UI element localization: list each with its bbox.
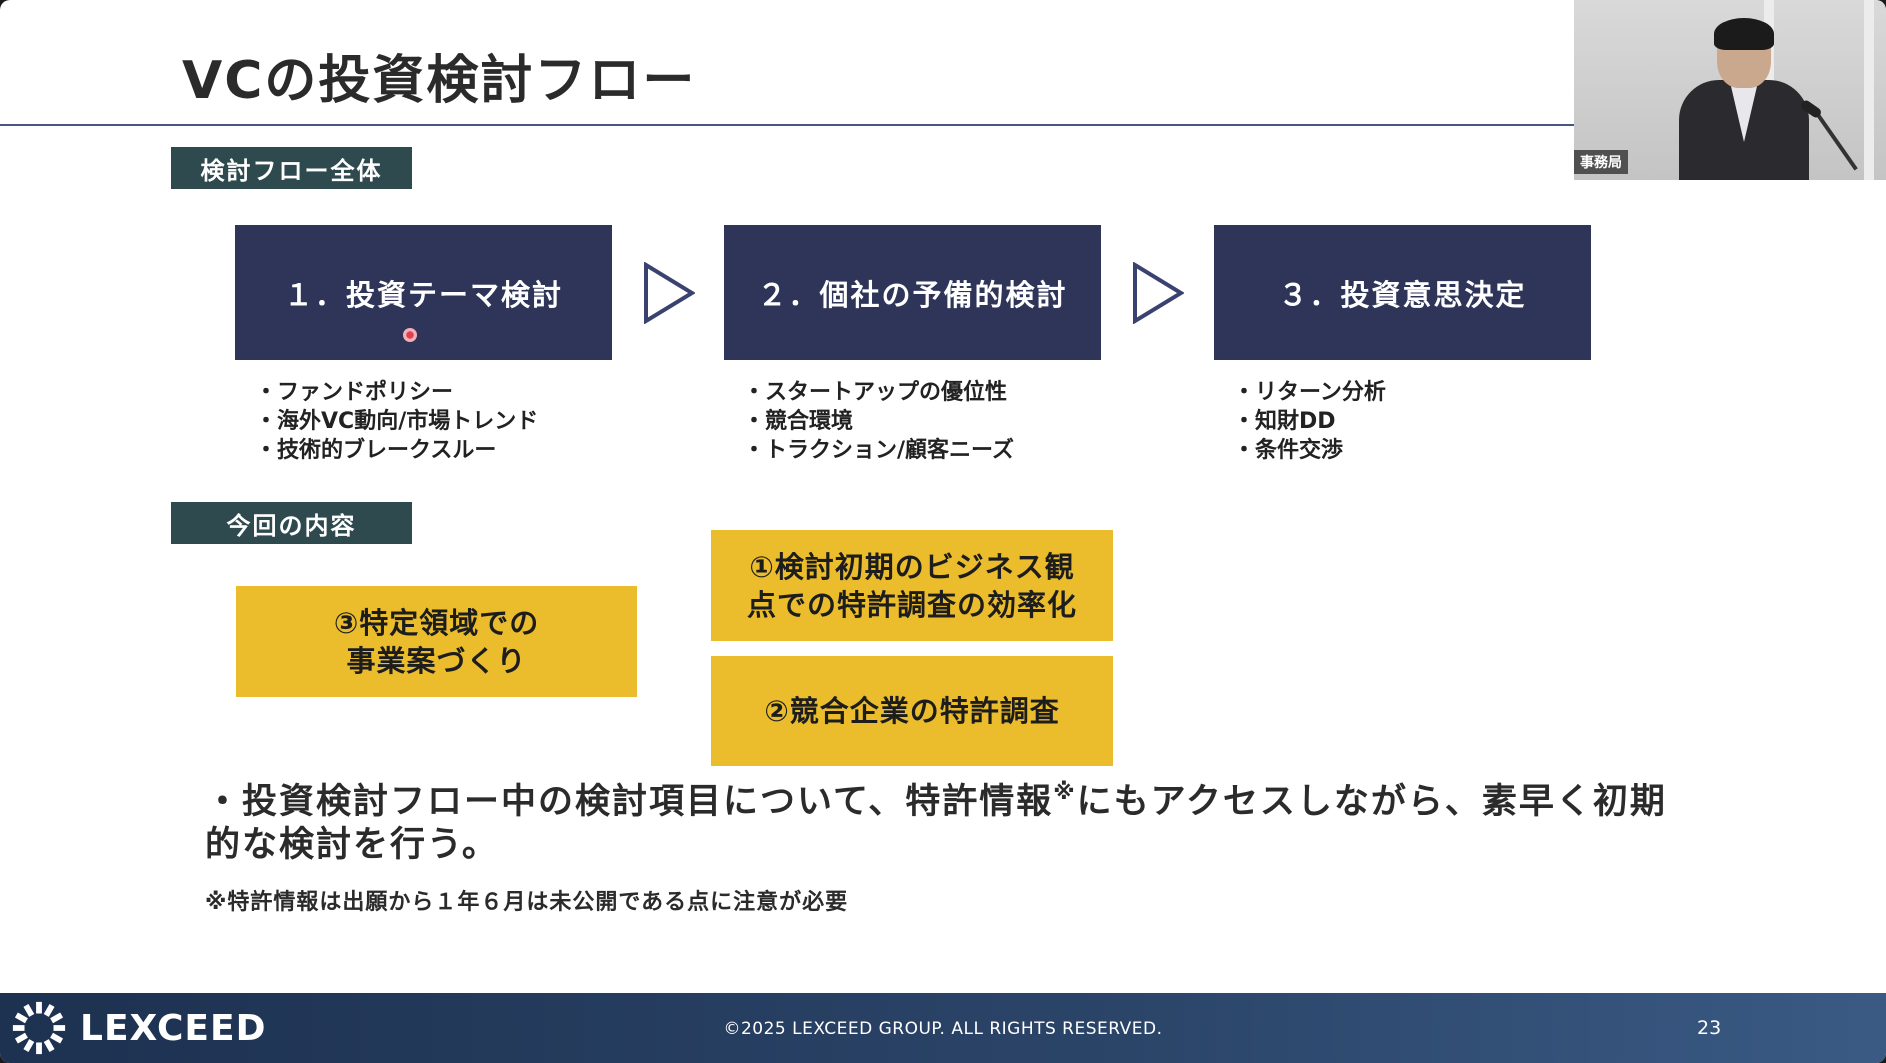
- video-participant-label: 事務局: [1574, 150, 1628, 174]
- list-item: 知財DD: [1233, 407, 1386, 436]
- speaker-video-feed: 事務局: [1574, 0, 1886, 180]
- title-divider: [0, 124, 1574, 126]
- lexceed-logo-icon: [12, 1001, 66, 1055]
- list-item: 競合環境: [743, 407, 1014, 436]
- list-item: トラクション/顧客ニーズ: [743, 436, 1014, 465]
- page-number: 23: [1697, 1017, 1722, 1039]
- laser-pointer-dot: [403, 328, 417, 342]
- flow-step-2-bullets: スタートアップの優位性 競合環境 トラクション/顧客ニーズ: [743, 378, 1014, 465]
- footnote-marker: ※: [1053, 780, 1077, 805]
- content-box-2: ②競合企業の特許調査: [711, 656, 1113, 766]
- flow-step-2: ２．個社の予備的検討: [724, 225, 1101, 360]
- summary-text-part2: にもアクセスしながら、素早く初期的な検討を行う。: [205, 782, 1667, 865]
- slide-footer: LEXCEED ©2025 LEXCEED GROUP. ALL RIGHTS …: [0, 993, 1886, 1063]
- arrow-right-icon: [1133, 262, 1184, 324]
- flow-step-3: ３．投資意思決定: [1214, 225, 1591, 360]
- list-item: 海外VC動向/市場トレンド: [255, 407, 538, 436]
- list-item: 技術的ブレークスルー: [255, 436, 538, 465]
- company-logo: LEXCEED: [10, 999, 267, 1057]
- list-item: 条件交渉: [1233, 436, 1386, 465]
- slide-title: VCの投資検討フロー: [182, 51, 697, 111]
- microphone-stand: [1814, 110, 1858, 171]
- footnote: ※特許情報は出願から１年６月は未公開である点に注意が必要: [205, 890, 849, 915]
- content-box-3-text: ③特定領域での 事業案づくり: [333, 605, 540, 678]
- list-item: リターン分析: [1233, 378, 1386, 407]
- flow-step-1-bullets: ファンドポリシー 海外VC動向/市場トレンド 技術的ブレークスルー: [255, 378, 538, 465]
- copyright-text: ©2025 LEXCEED GROUP. ALL RIGHTS RESERVED…: [723, 1019, 1163, 1039]
- content-box-3: ③特定領域での 事業案づくり: [236, 586, 637, 697]
- content-box-1: ①検討初期のビジネス観 点での特許調査の効率化: [711, 530, 1113, 641]
- content-box-1-text: ①検討初期のビジネス観 点での特許調査の効率化: [746, 549, 1077, 622]
- flow-step-3-bullets: リターン分析 知財DD 条件交渉: [1233, 378, 1386, 465]
- section-label-current-content: 今回の内容: [171, 502, 412, 544]
- summary-text: ・投資検討フロー中の検討項目について、特許情報※にもアクセスしながら、素早く初期…: [205, 771, 1695, 867]
- list-item: スタートアップの優位性: [743, 378, 1014, 407]
- section-label-overall-flow: 検討フロー全体: [171, 147, 412, 189]
- arrow-right-icon: [644, 262, 695, 324]
- summary-text-part1: ・投資検討フロー中の検討項目について、特許情報: [205, 782, 1054, 822]
- logo-text: LEXCEED: [80, 1007, 267, 1049]
- list-item: ファンドポリシー: [255, 378, 538, 407]
- flow-step-1: １．投資テーマ検討: [235, 225, 612, 360]
- content-box-2-text: ②競合企業の特許調査: [764, 694, 1060, 728]
